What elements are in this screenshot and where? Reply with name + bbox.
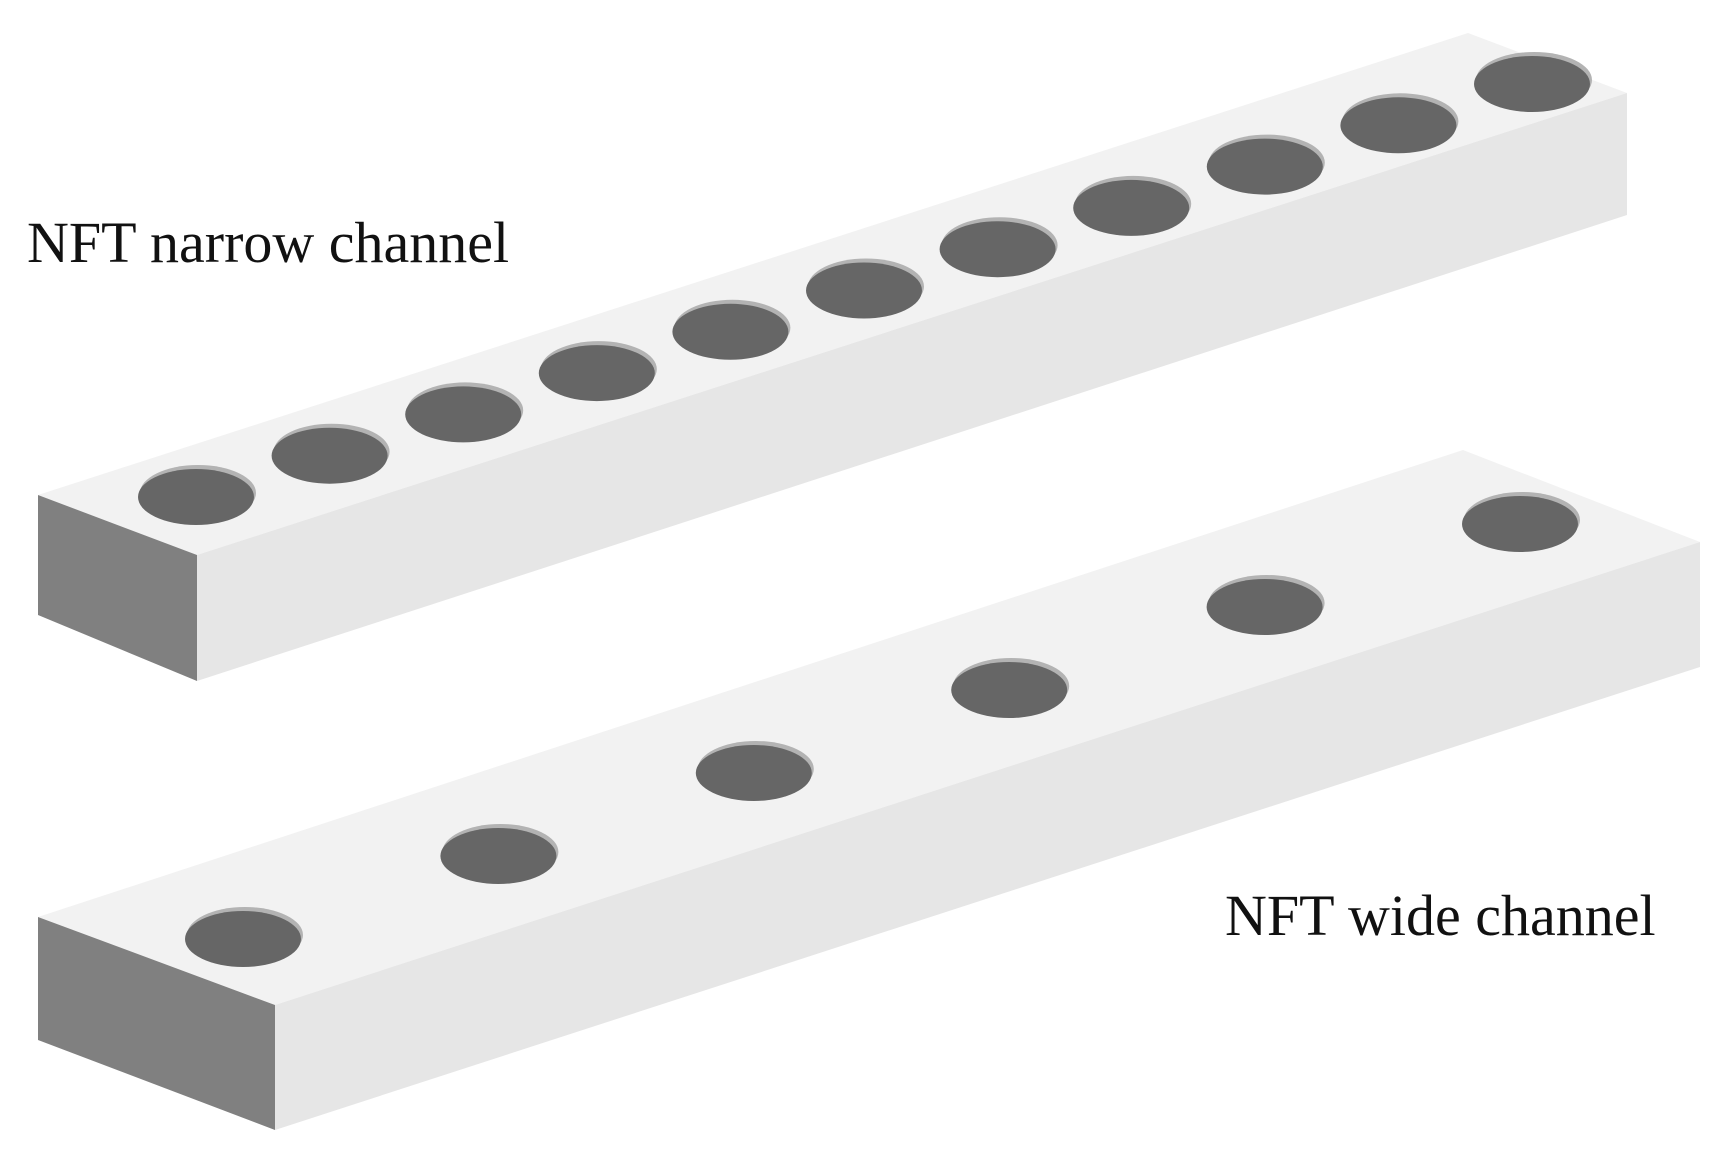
narrow-channel-holes bbox=[138, 52, 1592, 525]
hole-opening bbox=[672, 303, 789, 360]
narrow-channel-hole bbox=[1206, 134, 1325, 195]
hole-opening bbox=[806, 262, 922, 319]
narrow-channel-hole bbox=[1073, 175, 1192, 236]
hole-opening bbox=[939, 221, 1056, 278]
hole-opening bbox=[1474, 56, 1590, 112]
wide-channel-end-face bbox=[38, 917, 275, 1130]
narrow-channel-hole bbox=[271, 423, 390, 484]
narrow-channel-hole bbox=[405, 382, 524, 443]
narrow-channel-end-face bbox=[38, 495, 197, 681]
hole-opening bbox=[1340, 97, 1457, 154]
narrow-channel-hole bbox=[538, 341, 657, 402]
hole-opening bbox=[138, 469, 254, 525]
narrow-channel-hole bbox=[939, 217, 1058, 278]
wide-channel-label: NFT wide channel bbox=[1225, 883, 1656, 948]
wide-channel-hole bbox=[440, 824, 559, 884]
wide-channel-hole bbox=[695, 741, 814, 801]
narrow-channel-hole bbox=[806, 258, 924, 319]
wide-channel-hole bbox=[1206, 575, 1325, 635]
hole-opening bbox=[185, 911, 301, 967]
hole-opening bbox=[271, 427, 388, 484]
narrow-channel-hole bbox=[1340, 93, 1459, 154]
hole-opening bbox=[538, 345, 655, 402]
narrow-channel-hole bbox=[672, 299, 791, 360]
narrow-channel-hole bbox=[138, 465, 256, 525]
narrow-channel bbox=[38, 33, 1627, 681]
hole-opening bbox=[1073, 179, 1190, 236]
narrow-channel-label: NFT narrow channel bbox=[27, 210, 509, 275]
wide-channel-hole bbox=[185, 907, 303, 967]
wide-channel-holes bbox=[185, 492, 1580, 967]
narrow-channel-hole bbox=[1474, 52, 1592, 112]
hole-opening bbox=[951, 662, 1068, 718]
hole-opening bbox=[440, 828, 557, 884]
wide-channel-hole bbox=[1462, 492, 1580, 552]
hole-opening bbox=[1206, 138, 1323, 195]
hole-opening bbox=[1206, 579, 1323, 635]
hole-opening bbox=[405, 386, 522, 443]
wide-channel-hole bbox=[951, 658, 1070, 718]
hole-opening bbox=[695, 745, 812, 801]
wide-channel-side-face bbox=[275, 542, 1700, 1130]
narrow-channel-side-face bbox=[197, 93, 1627, 681]
wide-channel bbox=[38, 450, 1700, 1130]
hole-opening bbox=[1462, 496, 1578, 552]
